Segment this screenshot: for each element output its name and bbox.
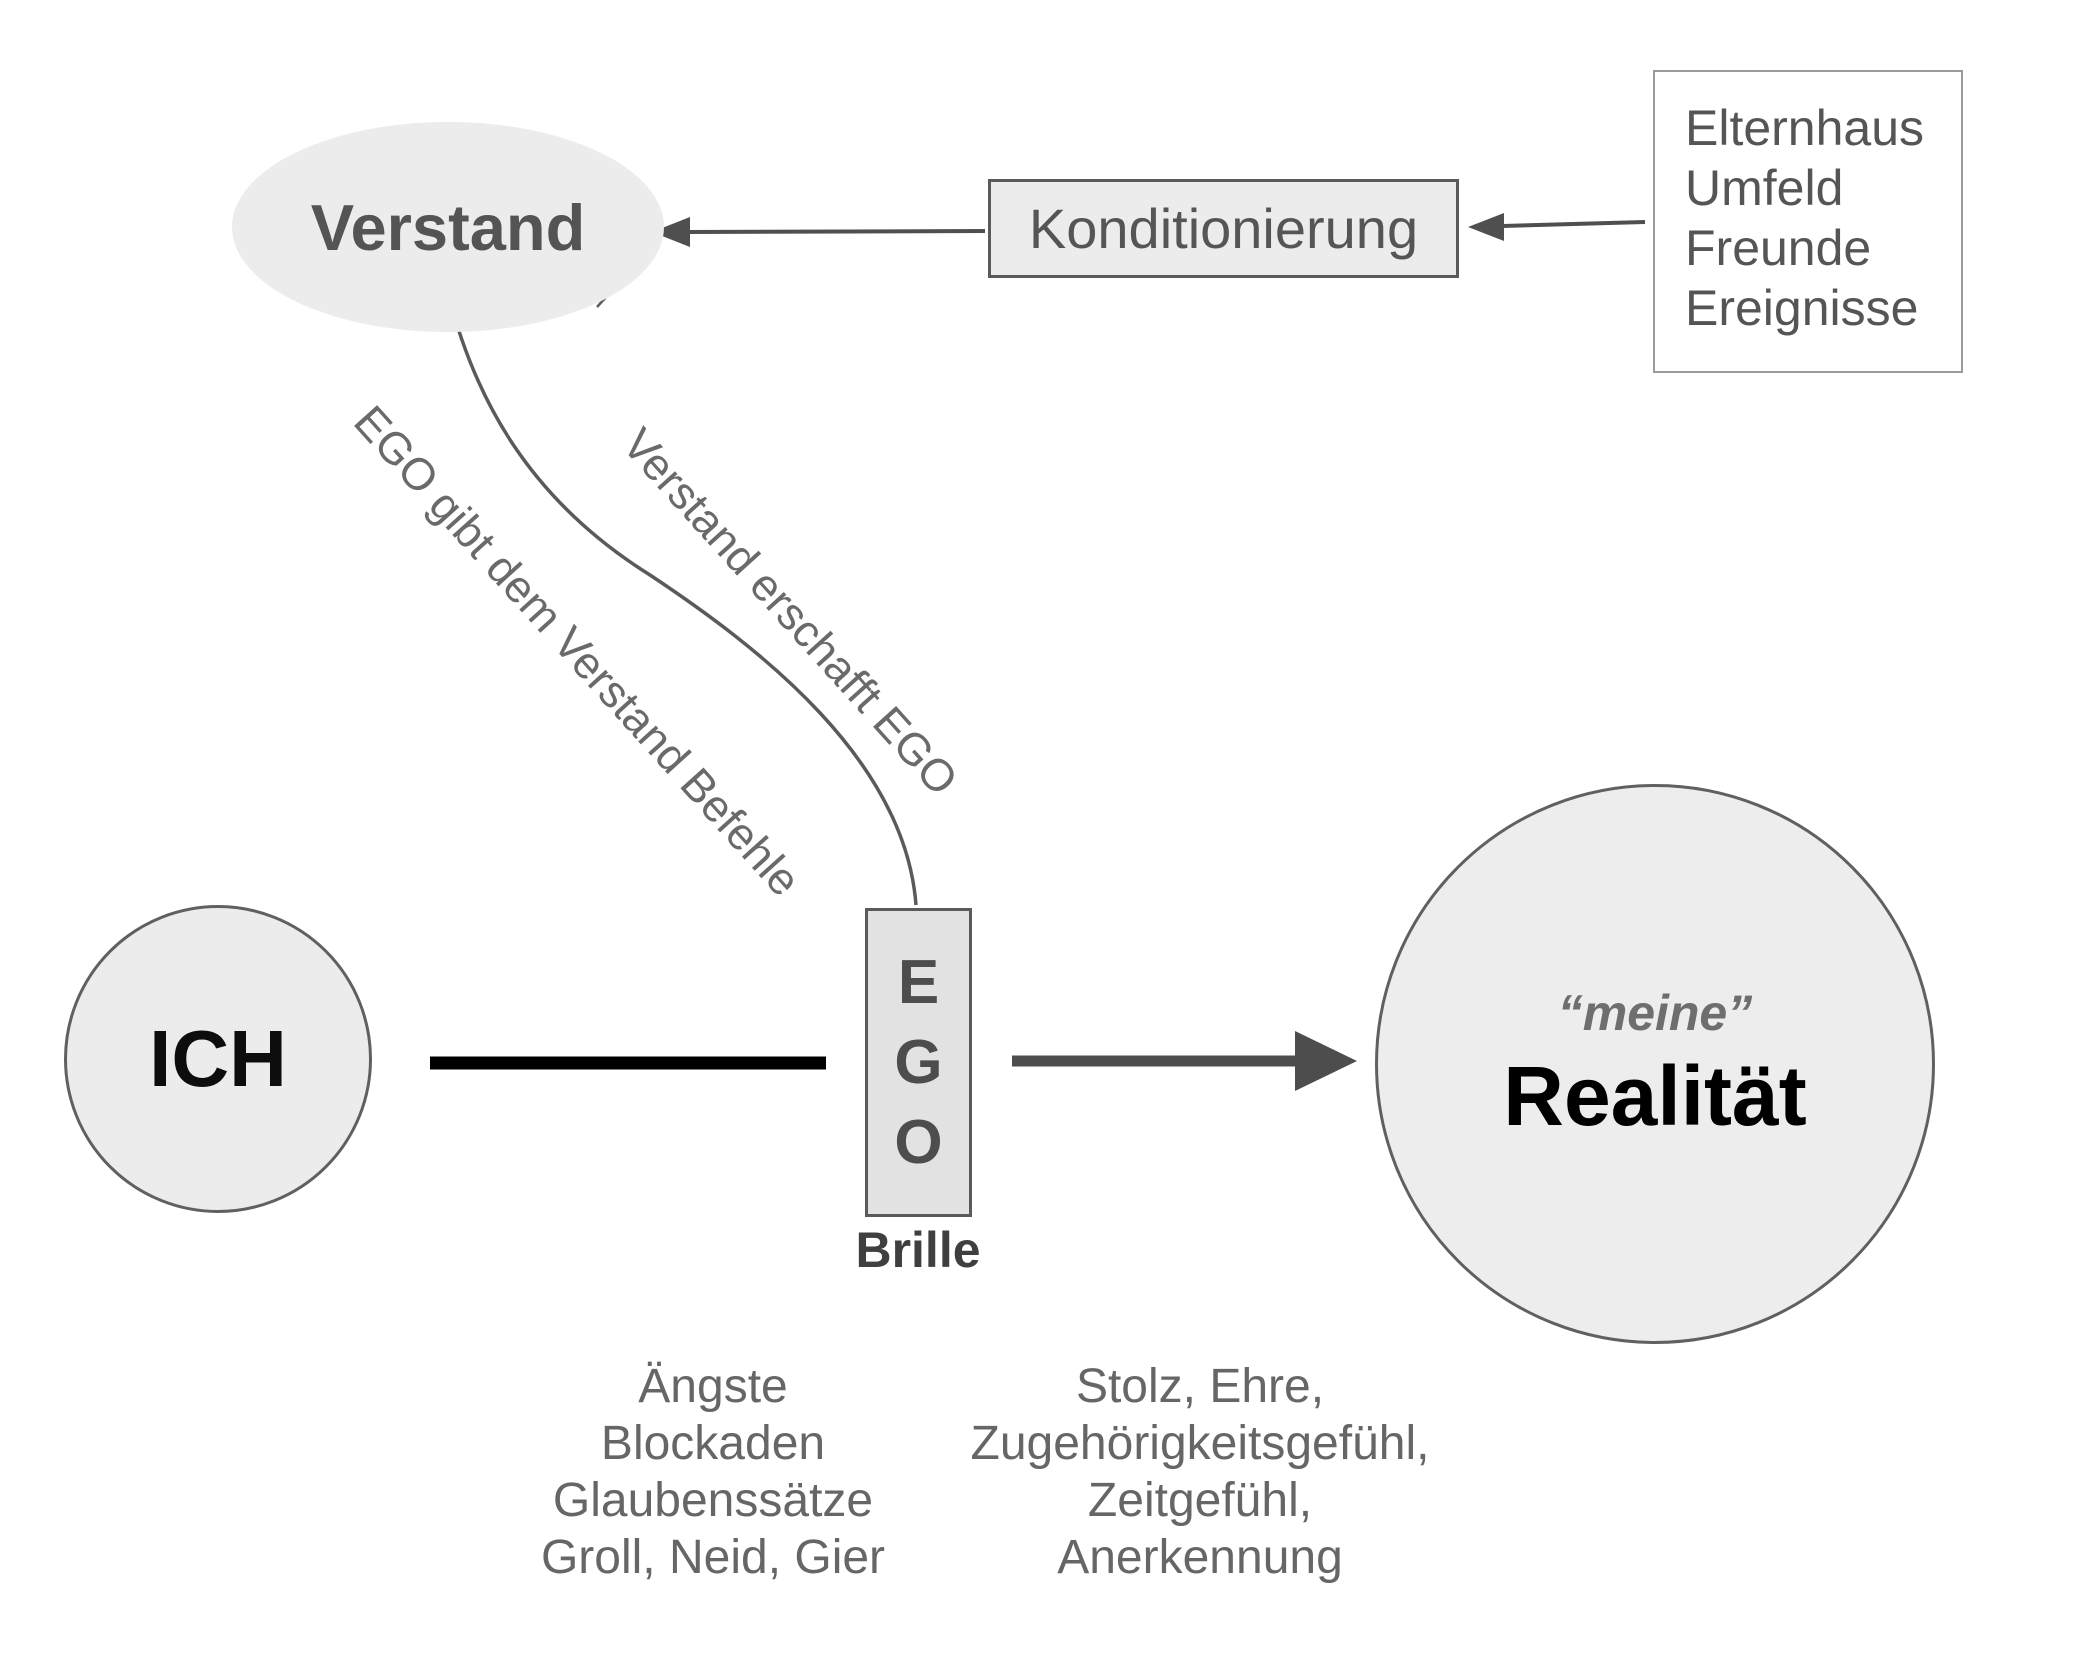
ego-letter-o: O <box>894 1107 943 1177</box>
ego-letter-g: G <box>894 1027 943 1097</box>
brille-label: Brille <box>855 1222 981 1278</box>
verstand-label: Verstand <box>310 190 586 264</box>
positive-list-line: Anerkennung <box>1057 1531 1343 1584</box>
ego-filter-positive-list: Stolz, Ehre, Zugehörigkeitsgefühl, Zeitg… <box>971 1358 1430 1586</box>
meine-qualifier-label: “meine” <box>1557 984 1753 1041</box>
ego-box: E G O <box>865 908 972 1217</box>
realitaet-circle: “meine” Realität <box>1375 784 1935 1344</box>
negative-list-line: Groll, Neid, Gier <box>540 1531 886 1584</box>
source-line-umfeld: Umfeld <box>1685 160 1844 216</box>
sources-box: Elternhaus Umfeld Freunde Ereignisse <box>1653 70 1963 373</box>
negative-list-line: Ängste <box>638 1360 788 1413</box>
konditionierung-label: Konditionierung <box>1028 197 1419 260</box>
positive-list-line: Stolz, Ehre, <box>1075 1360 1325 1413</box>
negative-list-line: Glaubenssätze <box>552 1474 874 1527</box>
arrow-ego-to-realitaet <box>1012 1031 1357 1091</box>
positive-list-line: Zeitgefühl, <box>1087 1474 1313 1527</box>
source-line-elternhaus: Elternhaus <box>1685 100 1925 156</box>
source-line-freunde: Freunde <box>1685 220 1872 276</box>
positive-list-line: Zugehörigkeitsgefühl, <box>970 1417 1430 1470</box>
negative-list-line: Blockaden <box>600 1417 826 1470</box>
source-line-ereignisse: Ereignisse <box>1685 280 1919 336</box>
arrow-konditionierung-to-verstand <box>652 217 986 247</box>
ego-filter-negative-list: Ängste Blockaden Glaubenssätze Groll, Ne… <box>541 1358 885 1586</box>
arrow-sources-to-konditionierung <box>1468 213 1646 241</box>
curve-verstand-ego <box>446 292 918 906</box>
verstand-ellipse: Verstand <box>232 122 664 332</box>
ich-circle: ICH <box>64 905 372 1213</box>
ego-letter-e: E <box>897 947 940 1017</box>
konditionierung-box: Konditionierung <box>988 179 1459 278</box>
ich-label: ICH <box>149 1014 287 1103</box>
realitaet-label: Realität <box>1503 1048 1807 1143</box>
